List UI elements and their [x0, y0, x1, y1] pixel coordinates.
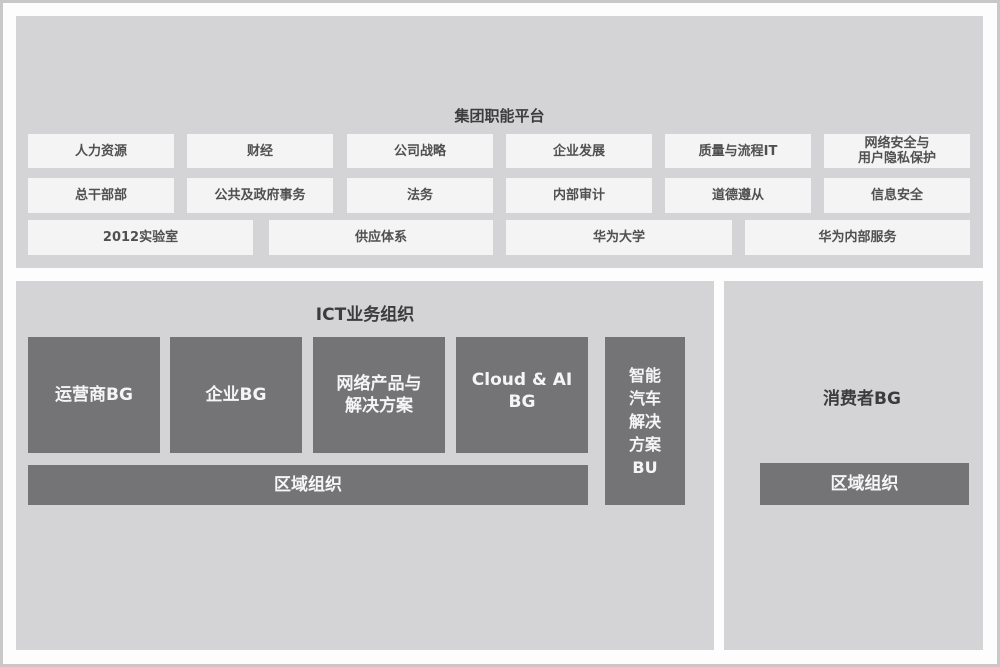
platform-item-internal-services: 华为内部服务 — [745, 220, 970, 255]
platform-item-ethics: 道德遵从 — [665, 178, 811, 213]
platform-item-2012-lab: 2012实验室 — [28, 220, 253, 255]
platform-item-audit: 内部审计 — [506, 178, 652, 213]
network-products-box: 网络产品与 解决方案 — [313, 337, 445, 453]
consumer-region-org-bar: 区域组织 — [760, 463, 969, 505]
consumer-bg-title: 消费者BG — [823, 389, 901, 409]
platform-item-huawei-university: 华为大学 — [506, 220, 732, 255]
ict-title: ICT业务组织 — [315, 305, 415, 325]
platform-item-cadre: 总干部部 — [28, 178, 174, 213]
platform-item-public-affairs: 公共及政府事务 — [187, 178, 333, 213]
intelligent-auto-bu-box: 智能 汽车 解决 方案 BU — [605, 337, 685, 505]
platform-item-hr: 人力资源 — [28, 134, 174, 168]
carrier-bg-box: 运营商BG — [28, 337, 160, 453]
platform-item-legal: 法务 — [347, 178, 493, 213]
platform-item-finance: 财经 — [187, 134, 333, 168]
platform-item-quality-it: 质量与流程IT — [665, 134, 811, 168]
platform-item-corp-dev: 企业发展 — [506, 134, 652, 168]
platform-item-supply: 供应体系 — [269, 220, 493, 255]
platform-item-strategy: 公司战略 — [347, 134, 493, 168]
group-platform-title: 集团职能平台 — [454, 107, 545, 125]
cloud-ai-bg-box: Cloud & AI BG — [456, 337, 588, 453]
platform-item-infosec: 信息安全 — [824, 178, 970, 213]
platform-item-cybersecurity: 网络安全与 用户隐私保护 — [824, 134, 970, 168]
ict-region-org-bar: 区域组织 — [28, 465, 588, 505]
enterprise-bg-box: 企业BG — [170, 337, 302, 453]
